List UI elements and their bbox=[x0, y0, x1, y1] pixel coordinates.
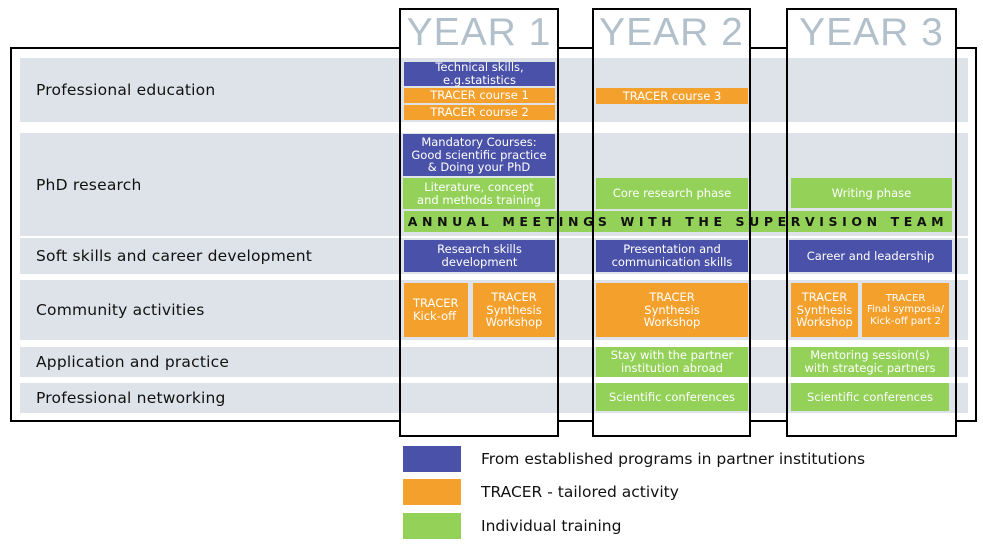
row-label-professional-networking: Professional networking bbox=[36, 389, 226, 407]
activity-scientific-conferences-y2: Scientific conferences bbox=[596, 383, 748, 411]
activity-research-skills: Research skills development bbox=[404, 240, 555, 272]
legend-label-tracer: TRACER - tailored activity bbox=[481, 483, 679, 501]
activity-scientific-conferences-y3: Scientific conferences bbox=[791, 383, 949, 411]
year3-column: YEAR 3 bbox=[786, 8, 957, 437]
activity-mandatory-courses: Mandatory Courses: Good scientific pract… bbox=[403, 134, 555, 176]
activity-synthesis-workshop-y2: TRACER Synthesis Workshop bbox=[596, 283, 748, 337]
row-label-phd-research: PhD research bbox=[36, 175, 142, 194]
legend-item-individual: Individual training bbox=[403, 513, 963, 539]
legend-swatch-individual bbox=[403, 513, 461, 539]
legend-swatch-tracer bbox=[403, 479, 461, 505]
row-label-soft-skills: Soft skills and career development bbox=[36, 247, 313, 265]
activity-synthesis-workshop-y1: TRACER Synthesis Workshop bbox=[473, 283, 555, 337]
activity-writing-phase: Writing phase bbox=[791, 178, 952, 208]
year2-column: YEAR 2 bbox=[592, 8, 751, 437]
legend-item-tracer: TRACER - tailored activity bbox=[403, 479, 963, 505]
legend-item-established: From established programs in partner ins… bbox=[403, 446, 963, 472]
activity-final-symposia: TRACER Final symposia/ Kick-off part 2 bbox=[862, 283, 949, 337]
year1-title: YEAR 1 bbox=[406, 11, 552, 54]
year2-title: YEAR 2 bbox=[599, 11, 744, 54]
row-label-community-activities: Community activities bbox=[36, 301, 205, 319]
row-label-professional-education: Professional education bbox=[36, 81, 216, 99]
annual-meetings-banner: ANNUAL MEETINGS WITH THE SUPERVISION TEA… bbox=[404, 211, 952, 232]
row-label-application-practice: Application and practice bbox=[36, 353, 230, 371]
activity-core-research-phase: Core research phase bbox=[596, 178, 748, 209]
activity-technical-skills: Technical skills, e.g.statistics bbox=[404, 61, 555, 86]
activity-tracer-kickoff: TRACER Kick-off bbox=[404, 283, 468, 337]
legend-label-individual: Individual training bbox=[481, 517, 622, 535]
activity-tracer-course-1: TRACER course 1 bbox=[404, 88, 555, 103]
activity-tracer-course-2: TRACER course 2 bbox=[404, 105, 555, 120]
year3-title: YEAR 3 bbox=[799, 11, 944, 54]
activity-presentation-skills: Presentation and communication skills bbox=[596, 240, 748, 272]
activity-literature-training: Literature, concept and methods training bbox=[403, 178, 555, 209]
year1-column: YEAR 1 bbox=[399, 8, 559, 437]
activity-career-leadership: Career and leadership bbox=[789, 240, 952, 272]
activity-partner-stay: Stay with the partner institution abroad bbox=[596, 347, 748, 377]
legend-swatch-established bbox=[403, 446, 461, 472]
activity-tracer-course-3: TRACER course 3 bbox=[596, 88, 748, 104]
activity-synthesis-workshop-y3: TRACER Synthesis Workshop bbox=[791, 283, 858, 337]
activity-mentoring-sessions: Mentoring session(s) with strategic part… bbox=[791, 347, 949, 377]
legend-label-established: From established programs in partner ins… bbox=[481, 450, 866, 468]
